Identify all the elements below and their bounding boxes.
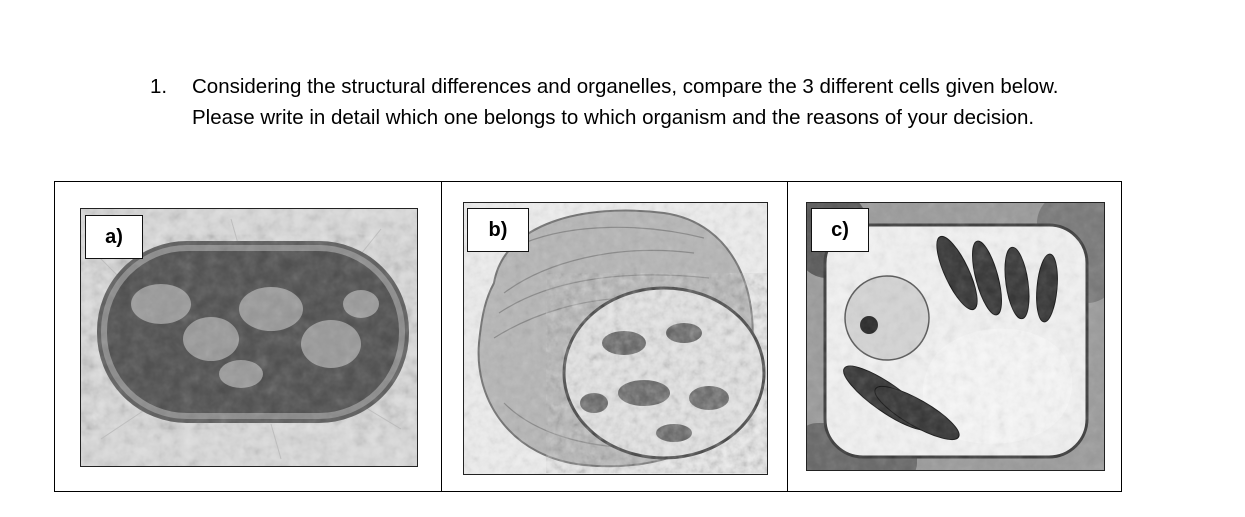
- panel-b: b): [442, 182, 788, 491]
- panel-b-label: b): [467, 208, 529, 252]
- panel-c: c): [788, 182, 1121, 491]
- panel-a-label: a): [85, 215, 143, 259]
- question-number: 1.: [150, 75, 168, 98]
- question-text: Considering the structural differences a…: [192, 75, 1059, 129]
- panel-c-label: c): [811, 208, 869, 252]
- panel-a: a): [55, 182, 442, 491]
- image-table: a): [54, 181, 1122, 492]
